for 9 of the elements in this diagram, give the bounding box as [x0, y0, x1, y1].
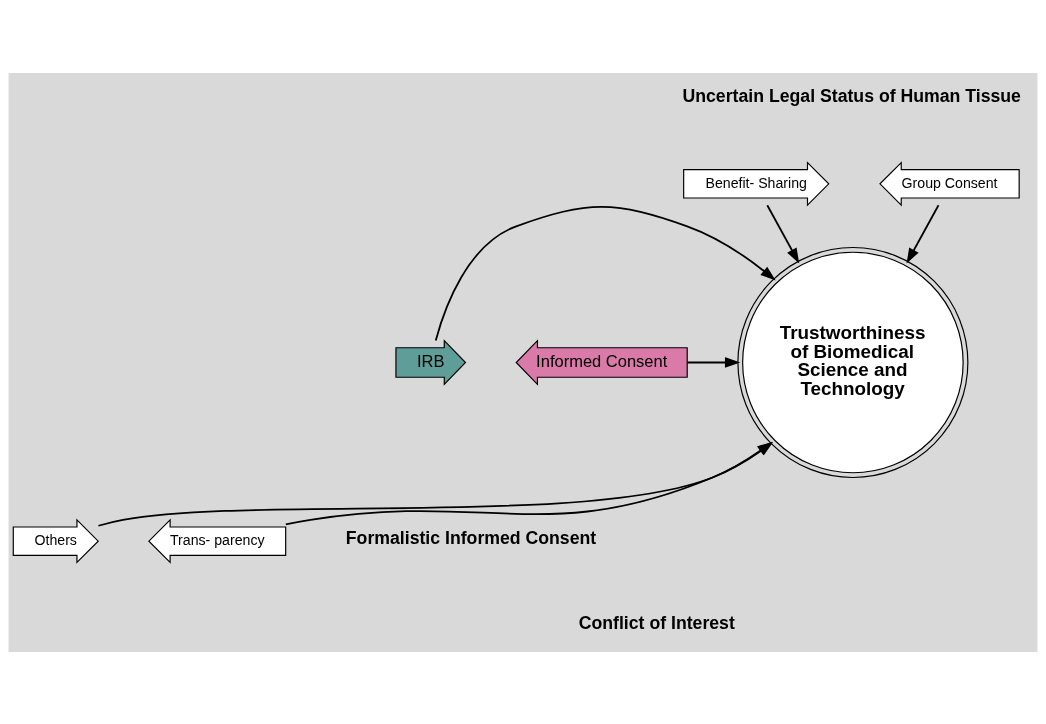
- label: Conflict of Interest: [578, 612, 735, 633]
- arrow: [686, 356, 741, 368]
- label: Formalistic Informed Consent: [345, 527, 597, 548]
- arrow: [97, 441, 774, 527]
- arrow: [434, 205, 776, 341]
- arrow: [766, 203, 800, 263]
- label: Uncertain Legal Status of Human Tissue: [682, 85, 1021, 106]
- arrow: [906, 203, 940, 263]
- arrow: [284, 441, 773, 525]
